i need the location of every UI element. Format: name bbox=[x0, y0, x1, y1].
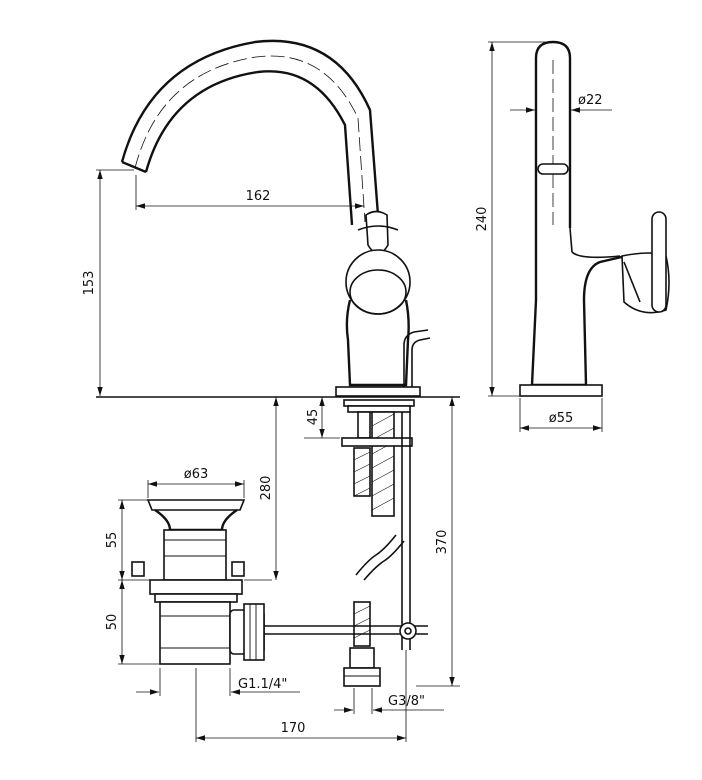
waste-body-lower bbox=[159, 601, 231, 665]
spout-inner-outline bbox=[144, 70, 354, 226]
dimension-annotations: 162 153 240 ø22 ø55 45 280 370 bbox=[82, 41, 612, 742]
side-lever bbox=[651, 211, 667, 313]
dim-waste-lower: 50 bbox=[105, 614, 120, 631]
dim-reach: 162 bbox=[246, 189, 271, 204]
dim-deck-thickness: 45 bbox=[306, 409, 321, 426]
waste-body-upper bbox=[163, 529, 227, 581]
dim-waste-to-rod: 170 bbox=[281, 721, 306, 736]
side-aerator bbox=[537, 163, 569, 175]
side-spout bbox=[534, 40, 572, 228]
fixing-plate bbox=[341, 437, 413, 447]
dim-spout-diameter: ø22 bbox=[578, 93, 603, 108]
threaded-stud bbox=[357, 411, 371, 439]
dim-total-height: 240 bbox=[475, 207, 490, 232]
dim-below-deck: 280 bbox=[259, 476, 274, 501]
flexible-hose-upper bbox=[371, 411, 395, 517]
spout-centerline bbox=[134, 55, 366, 223]
waste-nut bbox=[149, 579, 243, 595]
faucet-side-view bbox=[519, 40, 670, 397]
spout-tip bbox=[121, 160, 147, 174]
flexible-hose-lower bbox=[353, 601, 371, 647]
popup-rod bbox=[403, 329, 429, 390]
base-plate bbox=[335, 386, 421, 397]
mixer-body-column bbox=[345, 299, 410, 387]
faucet-front-view bbox=[120, 39, 431, 397]
dim-spout-height: 153 bbox=[82, 271, 97, 296]
dim-hose-length: 370 bbox=[435, 530, 450, 555]
supply-connector bbox=[349, 647, 375, 669]
side-body bbox=[530, 228, 627, 387]
waste-flange bbox=[146, 499, 246, 511]
under-deck-assembly bbox=[262, 399, 428, 687]
linkage-clip bbox=[399, 622, 417, 640]
dim-base-diameter: ø55 bbox=[549, 411, 574, 426]
lever-handle bbox=[365, 210, 389, 255]
side-base bbox=[519, 384, 603, 397]
dim-waste-thread: G1.1/4" bbox=[238, 677, 287, 692]
spout-outer-outline bbox=[120, 39, 380, 216]
popup-waste bbox=[131, 499, 265, 665]
dim-supply-thread: G3/8" bbox=[388, 694, 425, 709]
dim-waste-diameter: ø63 bbox=[184, 467, 209, 482]
dim-waste-upper: 55 bbox=[105, 532, 120, 549]
